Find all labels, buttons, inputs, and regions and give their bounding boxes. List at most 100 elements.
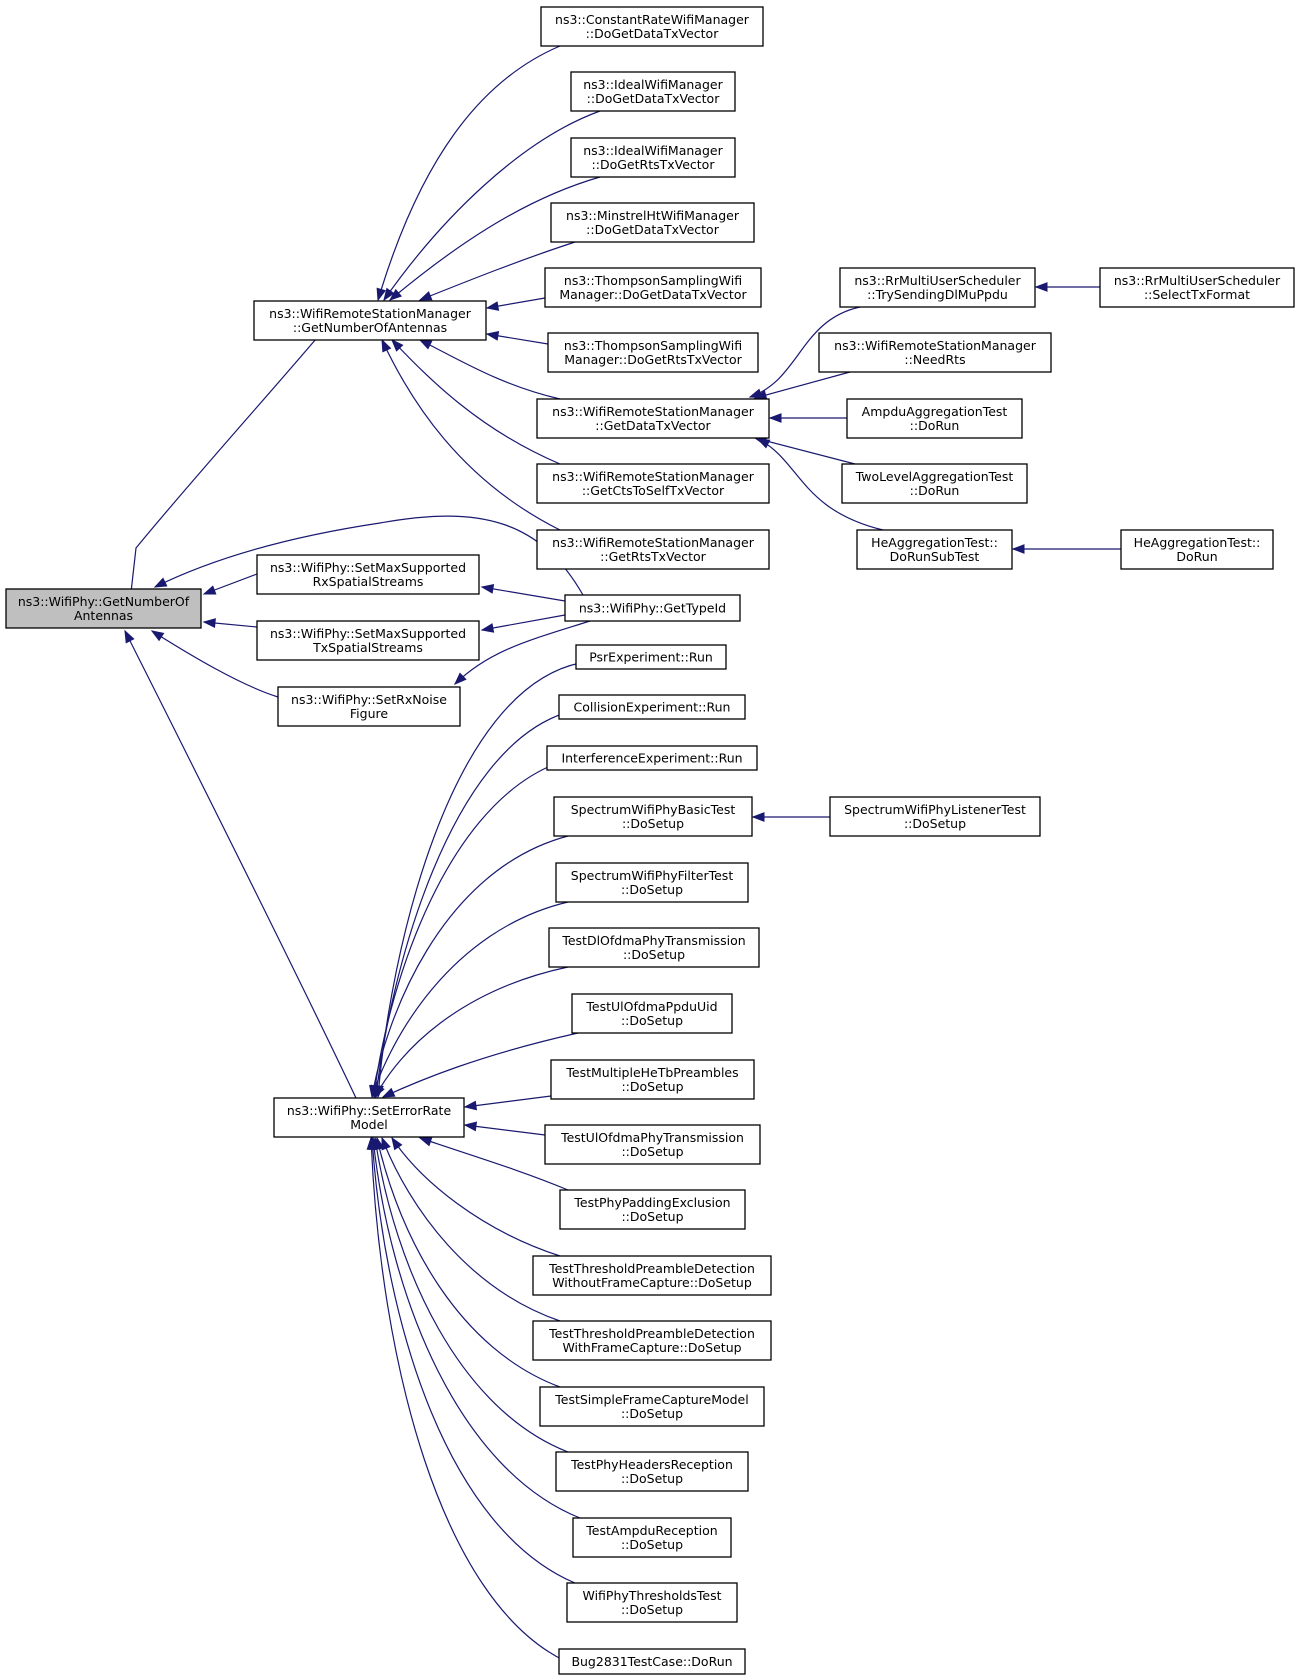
node-box [544,267,762,308]
node-gettypeid[interactable]: ns3::WifiPhy::GetTypeId [564,594,741,622]
node-interference[interactable]: InterferenceExperiment::Run [546,745,758,771]
node-label-line: TestThresholdPreambleDetection [548,1261,755,1276]
node-thresholds[interactable]: WifiPhyThresholdsTest::DoSetup [566,1582,738,1623]
edges-layer [124,45,1121,1662]
arrowhead-icon [124,629,135,644]
node-ul_ofdma[interactable]: TestUlOfdmaPhyTransmission::DoSetup [544,1124,761,1165]
node-box [539,1386,765,1427]
node-tsw_data[interactable]: ns3::ThompsonSamplingWifiManager::DoGetD… [544,267,762,308]
node-padding[interactable]: TestPhyPaddingExclusion::DoSetup [559,1189,746,1230]
node-collision[interactable]: CollisionExperiment::Run [558,694,746,720]
node-label-line: TestPhyHeadersReception [570,1457,733,1472]
node-iwm_rts[interactable]: ns3::IdealWifiManager::DoGetRtsTxVector [570,137,736,178]
node-box [546,745,758,771]
node-label-line: ::GetRtsTxVector [600,549,707,564]
node-headers[interactable]: TestPhyHeadersReception::DoSetup [555,1451,749,1492]
node-label-line: ns3::MinstrelHtWifiManager [566,208,740,223]
node-label-line: ::DoRun [910,483,960,498]
edge-bug2831-to-set_err [366,1136,566,1662]
node-box [544,1124,761,1165]
node-rr_sel[interactable]: ns3::RrMultiUserScheduler::SelectTxForma… [1099,267,1295,308]
edge-collision-to-set_err [372,712,566,1099]
node-box [555,862,749,903]
node-iwm_data[interactable]: ns3::IdealWifiManager::DoGetDataTxVector [570,71,736,112]
node-label-line: TestUlOfdmaPpduUid [585,999,717,1014]
node-rsm_cts[interactable]: ns3::WifiRemoteStationManager::GetCtsToS… [536,463,770,504]
node-label-line: ns3::WifiRemoteStationManager [552,404,755,419]
edge-line [381,1137,561,1322]
node-label-line: TestPhyPaddingExclusion [573,1195,730,1210]
edge-mht-to-rsm_gna [418,241,576,301]
node-rsm_rts[interactable]: ns3::WifiRemoteStationManager::GetRtsTxV… [536,529,770,570]
node-thr_without[interactable]: TestThresholdPreambleDetectionWithoutFra… [532,1255,772,1296]
node-swp_filter[interactable]: SpectrumWifiPhyFilterTest::DoSetup [555,862,749,903]
edge-iwm_data-to-rsm_gna [383,110,601,302]
arrowhead-icon [485,301,500,311]
edge-multi_hetb-to-set_err [463,1095,552,1111]
node-multi_hetb[interactable]: TestMultipleHeTbPreambles::DoSetup [550,1059,755,1100]
edge-psr-to-set_err [374,662,581,1099]
edge-line [757,438,884,531]
edge-line [372,1137,581,1519]
arrowhead-icon [153,577,168,588]
node-box [856,529,1013,570]
node-label-line: AmpduAggregationTest [862,404,1008,419]
node-swp_basic[interactable]: SpectrumWifiPhyBasicTest::DoSetup [553,796,753,837]
node-ampdu_rx[interactable]: TestAmpduReception::DoSetup [572,1517,732,1558]
node-crwm[interactable]: ns3::ConstantRateWifiManager::DoGetDataT… [540,6,764,47]
node-ul_ppdu[interactable]: TestUlOfdmaPpduUid::DoSetup [571,993,733,1034]
node-ampdu_test[interactable]: AmpduAggregationTest::DoRun [846,398,1023,439]
node-rsm_data[interactable]: ns3::WifiRemoteStationManager::GetDataTx… [536,398,770,439]
node-label-line: WithFrameCapture::DoSetup [562,1340,741,1355]
node-box [540,6,764,47]
node-heagg_run[interactable]: HeAggregationTest::DoRun [1120,529,1274,570]
edge-swp_filter-to-set_err [370,901,569,1099]
node-mht[interactable]: ns3::MinstrelHtWifiManager::DoGetDataTxV… [550,202,755,243]
edge-thr_with-to-set_err [381,1136,561,1322]
edge-set_err-to-root [124,629,357,1099]
node-set_rx_ss[interactable]: ns3::WifiPhy::SetMaxSupportedRxSpatialSt… [256,554,480,595]
node-dl_ofdma[interactable]: TestDlOfdmaPhyTransmission::DoSetup [548,927,760,968]
node-rr_try[interactable]: ns3::RrMultiUserScheduler::TrySendingDlM… [839,267,1036,308]
edge-dl_ofdma-to-set_err [374,966,569,1099]
node-swp_listener[interactable]: SpectrumWifiPhyListenerTest::DoSetup [829,796,1041,837]
node-bug2831[interactable]: Bug2831TestCase::DoRun [558,1648,746,1675]
node-box [532,1320,772,1361]
edge-tsw_data-to-rsm_gna [485,297,546,311]
node-rsm_needrts[interactable]: ns3::WifiRemoteStationManager::NeedRts [818,332,1052,373]
arrowhead-icon [453,672,467,685]
node-box [532,1255,772,1296]
node-label-line: Antennas [74,608,133,623]
node-thr_with[interactable]: TestThresholdPreambleDetectionWithFrameC… [532,1320,772,1361]
node-set_tx_ss[interactable]: ns3::WifiPhy::SetMaxSupportedTxSpatialSt… [256,620,480,661]
node-twolevel[interactable]: TwoLevelAggregationTest::DoRun [841,463,1028,504]
arrowhead-icon [485,330,500,341]
edge-rsm_rts-to-rsm_gna [381,338,561,531]
node-box [818,332,1052,373]
node-label-line: Manager::DoGetRtsTxVector [564,352,742,367]
edge-set_rx_noise-to-root [150,630,279,698]
arrowhead-icon [480,623,495,633]
node-tsw_rts[interactable]: ns3::ThompsonSamplingWifiManager::DoGetR… [547,332,759,373]
edge-gettypeid-to-set_tx_ss [480,614,566,633]
node-box [5,588,202,629]
edge-line [382,1032,579,1098]
node-label-line: DoRunSubTest [890,549,980,564]
node-label-line: ::DoRun [910,418,960,433]
node-heagg_sub[interactable]: HeAggregationTest::DoRunSubTest [856,529,1013,570]
node-box [558,694,746,720]
node-simple_fc[interactable]: TestSimpleFrameCaptureModel::DoSetup [539,1386,765,1427]
node-label-line: ::DoSetup [621,1537,683,1552]
edge-line [377,45,561,301]
node-label-line: ::DoSetup [621,1144,683,1159]
node-box [553,796,753,837]
edge-line [481,586,566,602]
node-label-line: HeAggregationTest:: [1134,535,1261,550]
node-label-line: TxSpatialStreams [312,640,423,655]
node-psr[interactable]: PsrExperiment::Run [575,644,727,670]
node-box [547,332,759,373]
node-rsm_gna[interactable]: ns3::WifiRemoteStationManager::GetNumber… [253,300,487,341]
node-box [846,398,1023,439]
